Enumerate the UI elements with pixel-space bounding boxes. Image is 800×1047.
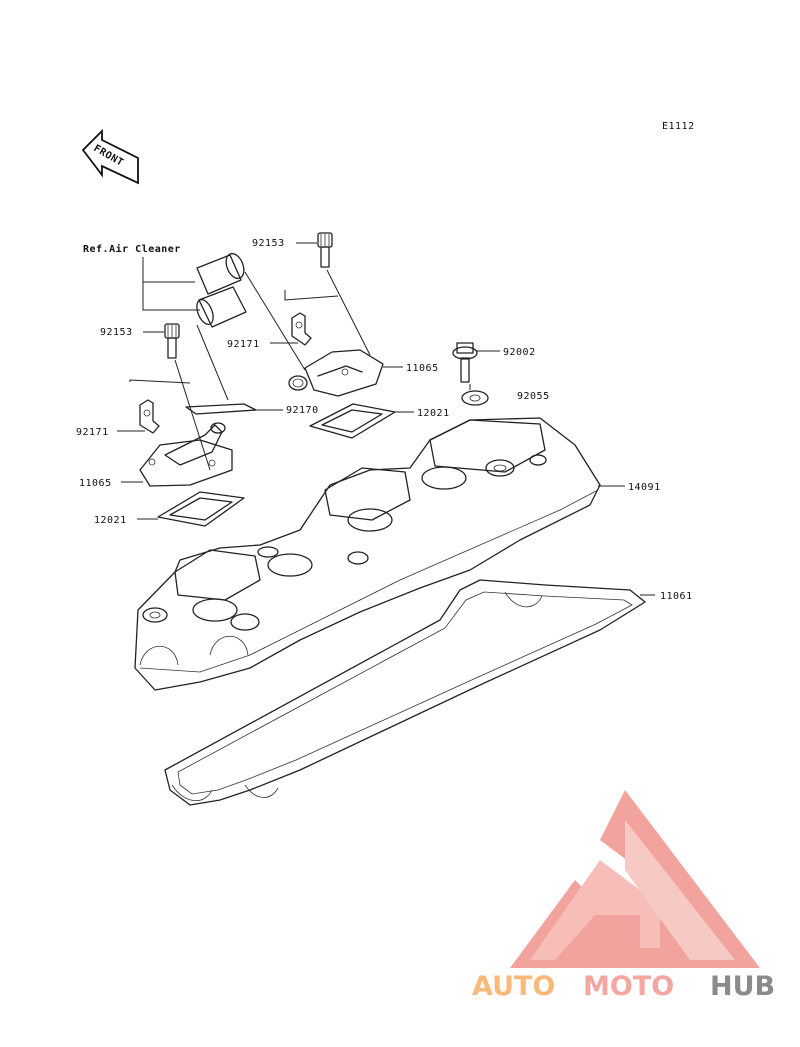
callout-92153-right: 92153 (252, 238, 285, 249)
diagram-code: E1112 (662, 121, 695, 132)
callout-92170: 92170 (286, 405, 319, 416)
logo-word-auto: AUTO (472, 971, 555, 1002)
washer-92055 (461, 390, 489, 406)
callout-92153-left: 92153 (100, 327, 133, 338)
callout-12021-left: 12021 (94, 515, 127, 526)
callout-92171-right: 92171 (227, 339, 260, 350)
left-guide-lines (129, 324, 229, 471)
clamp-right (291, 312, 312, 346)
pipe-left (139, 422, 233, 487)
air-hose-lower (196, 286, 247, 328)
front-arrow-icon: FRONT (81, 128, 139, 185)
gasket-left (157, 491, 245, 527)
bolt-right (317, 232, 333, 268)
ref-air-cleaner-label: Ref.Air Cleaner (83, 243, 181, 255)
clamp-left (139, 399, 160, 434)
right-guide-lines (244, 269, 371, 371)
pipe-right (288, 349, 384, 397)
callout-92002: 92002 (503, 347, 536, 358)
callout-12021-right: 12021 (417, 408, 450, 419)
callout-92171-left: 92171 (76, 427, 109, 438)
cover-gasket (164, 579, 646, 806)
automotohub-logo-icon (510, 790, 760, 968)
logo-word-moto: MOTO (583, 971, 674, 1002)
callout-14091: 14091 (628, 482, 661, 493)
bolt-left (164, 323, 180, 359)
air-hose-upper (196, 252, 245, 295)
bolt-92002 (452, 342, 478, 383)
callout-11065-right: 11065 (406, 363, 439, 374)
gasket-right (309, 403, 396, 439)
gasket-strip (185, 403, 257, 415)
callout-11065-left: 11065 (79, 478, 112, 489)
cylinder-head-cover (134, 417, 601, 691)
logo-word-hub: HUB (710, 971, 775, 1002)
callout-11061: 11061 (660, 591, 693, 602)
ref-leaders (142, 257, 200, 311)
callout-92055: 92055 (517, 391, 550, 402)
